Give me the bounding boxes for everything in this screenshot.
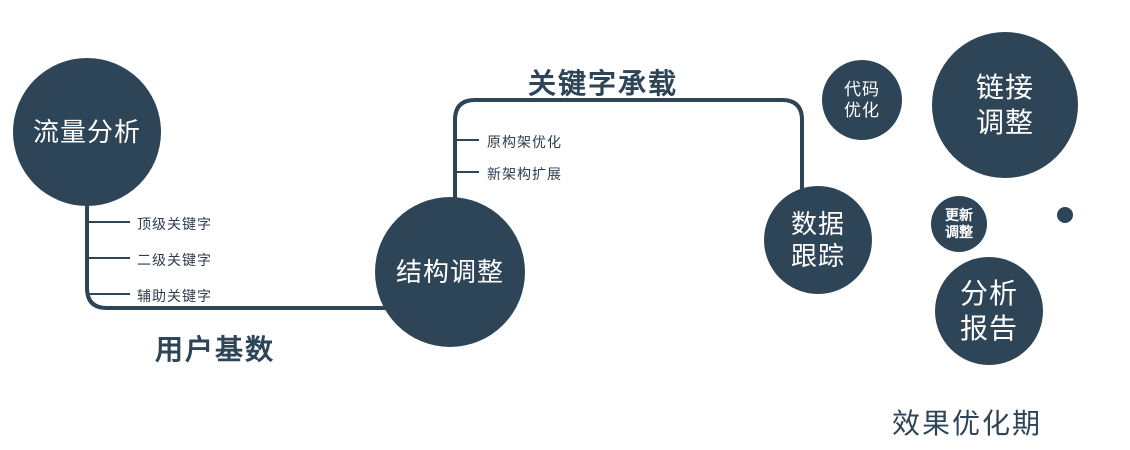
node-traffic-analysis: 流量分析 bbox=[13, 58, 161, 206]
node-link-adjustment-label: 链接 调整 bbox=[975, 72, 1034, 138]
edge-structure-to-data bbox=[453, 98, 804, 270]
branch-label-top-keyword: 顶级关键字 bbox=[137, 216, 212, 232]
node-code-optimization: 代码 优化 bbox=[822, 60, 902, 140]
node-code-optimization-label: 代码 优化 bbox=[844, 79, 880, 120]
bullet-dot bbox=[1057, 207, 1073, 223]
node-link-adjustment: 链接 调整 bbox=[932, 32, 1078, 178]
edge-traffic-to-structure bbox=[85, 130, 450, 310]
branch-label-new-arch: 新架构扩展 bbox=[487, 166, 562, 182]
edge-label-keyword-carry: 关键字承载 bbox=[528, 68, 679, 99]
node-traffic-analysis-label: 流量分析 bbox=[32, 116, 141, 147]
node-update-adjustment: 更新 调整 bbox=[931, 196, 987, 252]
node-update-adjustment-label: 更新 调整 bbox=[945, 206, 973, 241]
edge-label-user-base: 用户基数 bbox=[155, 334, 276, 365]
branch-label-aux-keyword: 辅助关键字 bbox=[137, 288, 212, 304]
node-data-tracking-label: 数据 跟踪 bbox=[790, 208, 845, 272]
node-analysis-report: 分析 报告 bbox=[935, 257, 1043, 365]
node-structure-adjust: 结构调整 bbox=[375, 197, 525, 347]
node-data-tracking: 数据 跟踪 bbox=[764, 186, 872, 294]
node-analysis-report-label: 分析 报告 bbox=[959, 278, 1018, 344]
branch-label-original-arch: 原构架优化 bbox=[487, 134, 562, 150]
node-structure-adjust-label: 结构调整 bbox=[395, 256, 504, 287]
phase-label: 效果优化期 bbox=[892, 408, 1043, 439]
branch-label-second-keyword: 二级关键字 bbox=[137, 252, 212, 268]
